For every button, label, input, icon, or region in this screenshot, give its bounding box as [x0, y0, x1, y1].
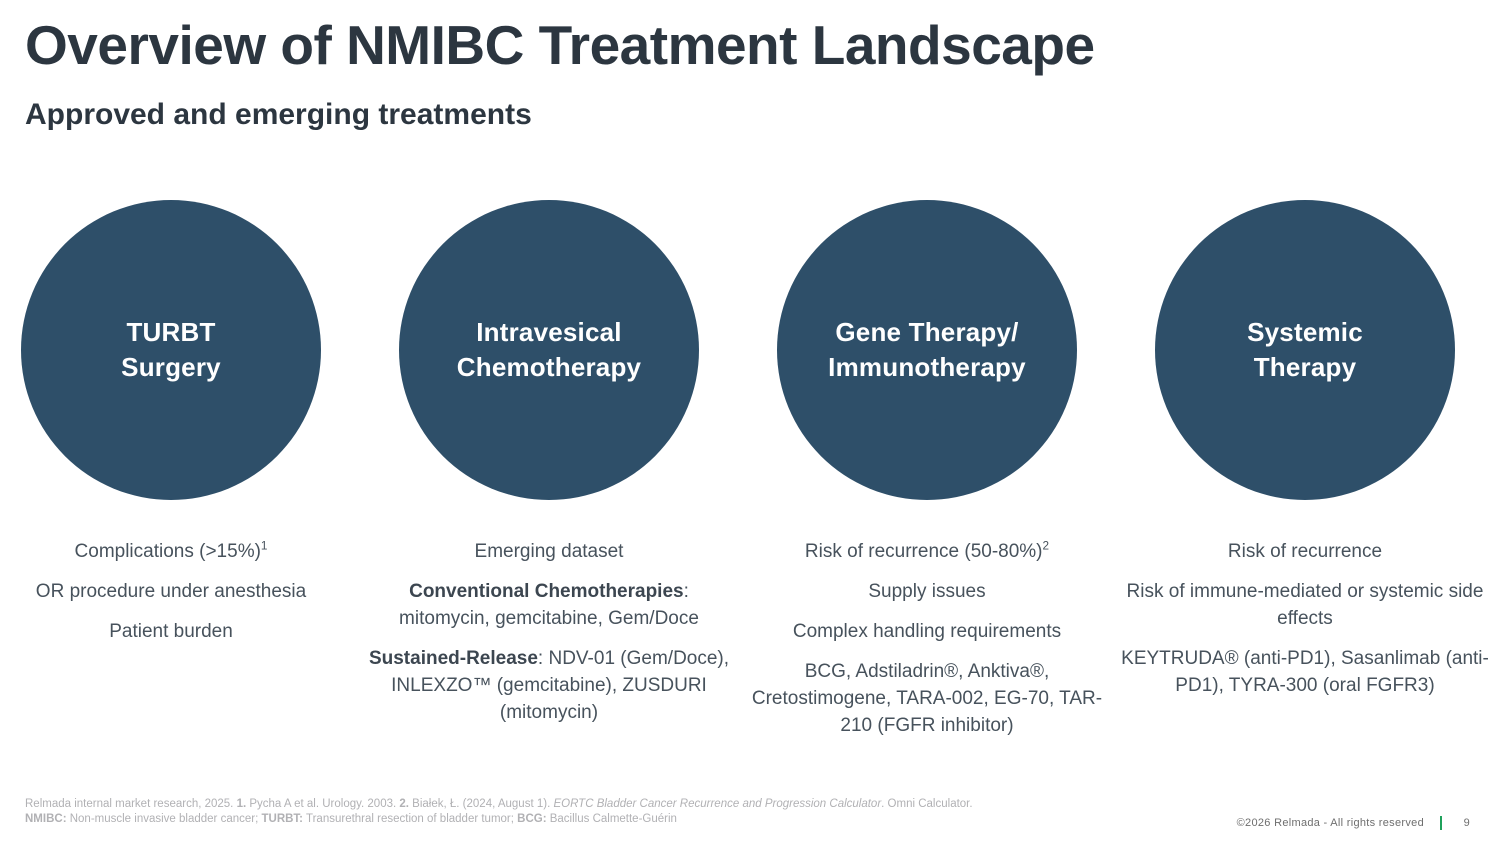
note-run-bold: Sustained-Release: [368, 648, 538, 669]
circle-label-line: Systemic: [1247, 317, 1363, 347]
circle-label-line: Chemotherapy: [456, 352, 642, 382]
treatment-column-systemic-therapy: Systemic Therapy Risk of recurrence Risk…: [1121, 200, 1489, 752]
copyright-bar: ©2026 Relmada - All rights reserved 9: [1237, 816, 1470, 830]
note-run: Risk of recurrence: [1227, 541, 1383, 562]
note-paragraph: Patient burden: [0, 618, 357, 645]
notes-gene-therapy-immunotherapy: Risk of recurrence (50-80%)2 Supply issu…: [741, 538, 1113, 752]
footnote-superscript: 2: [1042, 539, 1050, 553]
note-run: Complex handling requirements: [792, 621, 1062, 642]
note-paragraph: KEYTRUDA® (anti-PD1), Sasanlimab (anti-P…: [1119, 645, 1491, 699]
ref-run: Pycha A et al. Urology. 2003.: [246, 798, 400, 810]
circle-systemic-therapy: Systemic Therapy: [1155, 200, 1455, 500]
circle-label-line: Therapy: [1253, 352, 1357, 382]
page-number-separator: [1440, 816, 1442, 830]
circle-intravesical-chemotherapy: Intravesical Chemotherapy: [399, 200, 699, 500]
footnote-superscript: 1: [260, 539, 268, 553]
ref-run: . Omni Calculator.: [881, 798, 973, 810]
note-paragraph: Complex handling requirements: [741, 618, 1113, 645]
circle-label: Intravesical Chemotherapy: [457, 315, 641, 385]
circle-label: Systemic Therapy: [1247, 315, 1363, 385]
circle-label-line: Intravesical: [476, 317, 622, 347]
note-run: Complications (>15%): [74, 541, 261, 562]
circle-gene-therapy-immunotherapy: Gene Therapy/ Immunotherapy: [777, 200, 1077, 500]
treatment-column-intravesical-chemotherapy: Intravesical Chemotherapy Emerging datas…: [369, 200, 729, 752]
ref-run-bold: TURBT:: [261, 812, 304, 825]
note-paragraph: Risk of recurrence (50-80%)2: [741, 538, 1113, 565]
note-paragraph: Risk of immune-mediated or systemic side…: [1119, 578, 1491, 632]
ref-run: Bacillus Calmette-Guérin: [546, 812, 677, 825]
notes-turbt-surgery: Complications (>15%)1 OR procedure under…: [0, 538, 357, 658]
reference-line-2: NMIBC: Non-muscle invasive bladder cance…: [25, 812, 973, 827]
circle-label-line: TURBT: [126, 317, 216, 347]
treatment-column-gene-therapy-immunotherapy: Gene Therapy/ Immunotherapy Risk of recu…: [752, 200, 1102, 752]
ref-run: Non-muscle invasive bladder cancer;: [66, 812, 262, 825]
ref-run-bold: 1.: [236, 798, 247, 810]
ref-run-bold: BCG:: [517, 812, 547, 825]
note-paragraph: Complications (>15%)1: [0, 538, 357, 565]
note-paragraph: Supply issues: [741, 578, 1113, 605]
ref-run-bold: 2.: [399, 798, 409, 810]
note-run: BCG, Adstiladrin®, Anktiva®, Cretostimog…: [751, 661, 1103, 736]
slide-header: Overview of NMIBC Treatment Landscape Ap…: [25, 14, 1095, 132]
note-run: KEYTRUDA® (anti-PD1), Sasanlimab (anti-P…: [1121, 648, 1489, 696]
note-run: Risk of recurrence (50-80%): [804, 541, 1043, 562]
circle-label: TURBT Surgery: [121, 315, 221, 385]
ref-run: Relmada internal market research, 2025.: [25, 798, 237, 810]
note-run-bold: Conventional Chemotherapies: [409, 581, 684, 602]
circle-label-line: Immunotherapy: [828, 352, 1026, 382]
circle-turbt-surgery: TURBT Surgery: [21, 200, 321, 500]
page-subtitle: Approved and emerging treatments: [25, 98, 532, 131]
circle-label-line: Gene Therapy/: [835, 317, 1019, 347]
reference-line-1: Relmada internal market research, 2025. …: [25, 797, 973, 812]
note-paragraph: Risk of recurrence: [1119, 538, 1491, 565]
treatment-columns: TURBT Surgery Complications (>15%)1 OR p…: [1, 200, 1489, 752]
copyright-text: ©2026 Relmada - All rights reserved: [1236, 817, 1424, 829]
note-run: : mitomycin, gemcitabine, Gem/Doce: [399, 581, 699, 629]
note-run: Supply issues: [868, 581, 986, 602]
ref-run: Białek, Ł. (2024, August 1).: [408, 798, 554, 810]
notes-intravesical-chemotherapy: Emerging dataset Conventional Chemothera…: [363, 538, 735, 739]
note-run: Patient burden: [109, 621, 233, 642]
page-number: 9: [1463, 817, 1470, 829]
note-paragraph: Conventional Chemotherapies: mitomycin, …: [363, 578, 735, 632]
note-paragraph: OR procedure under anesthesia: [0, 578, 357, 605]
treatment-column-turbt-surgery: TURBT Surgery Complications (>15%)1 OR p…: [1, 200, 341, 752]
note-run: Risk of immune-mediated or systemic side…: [1126, 581, 1484, 629]
note-run: Emerging dataset: [474, 541, 624, 562]
ref-run: Transurethral resection of bladder tumor…: [303, 812, 518, 825]
page-title: Overview of NMIBC Treatment Landscape: [25, 14, 1095, 76]
circle-label-line: Surgery: [121, 352, 221, 382]
ref-run-bold: NMIBC:: [25, 812, 67, 825]
note-paragraph: Emerging dataset: [363, 538, 735, 565]
notes-systemic-therapy: Risk of recurrence Risk of immune-mediat…: [1119, 538, 1491, 712]
note-paragraph: Sustained-Release: NDV-01 (Gem/Doce), IN…: [363, 645, 735, 726]
note-run: OR procedure under anesthesia: [35, 581, 307, 602]
note-paragraph: BCG, Adstiladrin®, Anktiva®, Cretostimog…: [741, 658, 1113, 739]
circle-label: Gene Therapy/ Immunotherapy: [828, 315, 1026, 385]
footnote-references: Relmada internal market research, 2025. …: [25, 797, 973, 826]
note-run: : NDV-01 (Gem/Doce), INLEXZO™ (gemcitabi…: [391, 648, 730, 723]
ref-run-italic: EORTC Bladder Cancer Recurrence and Prog…: [553, 798, 882, 810]
